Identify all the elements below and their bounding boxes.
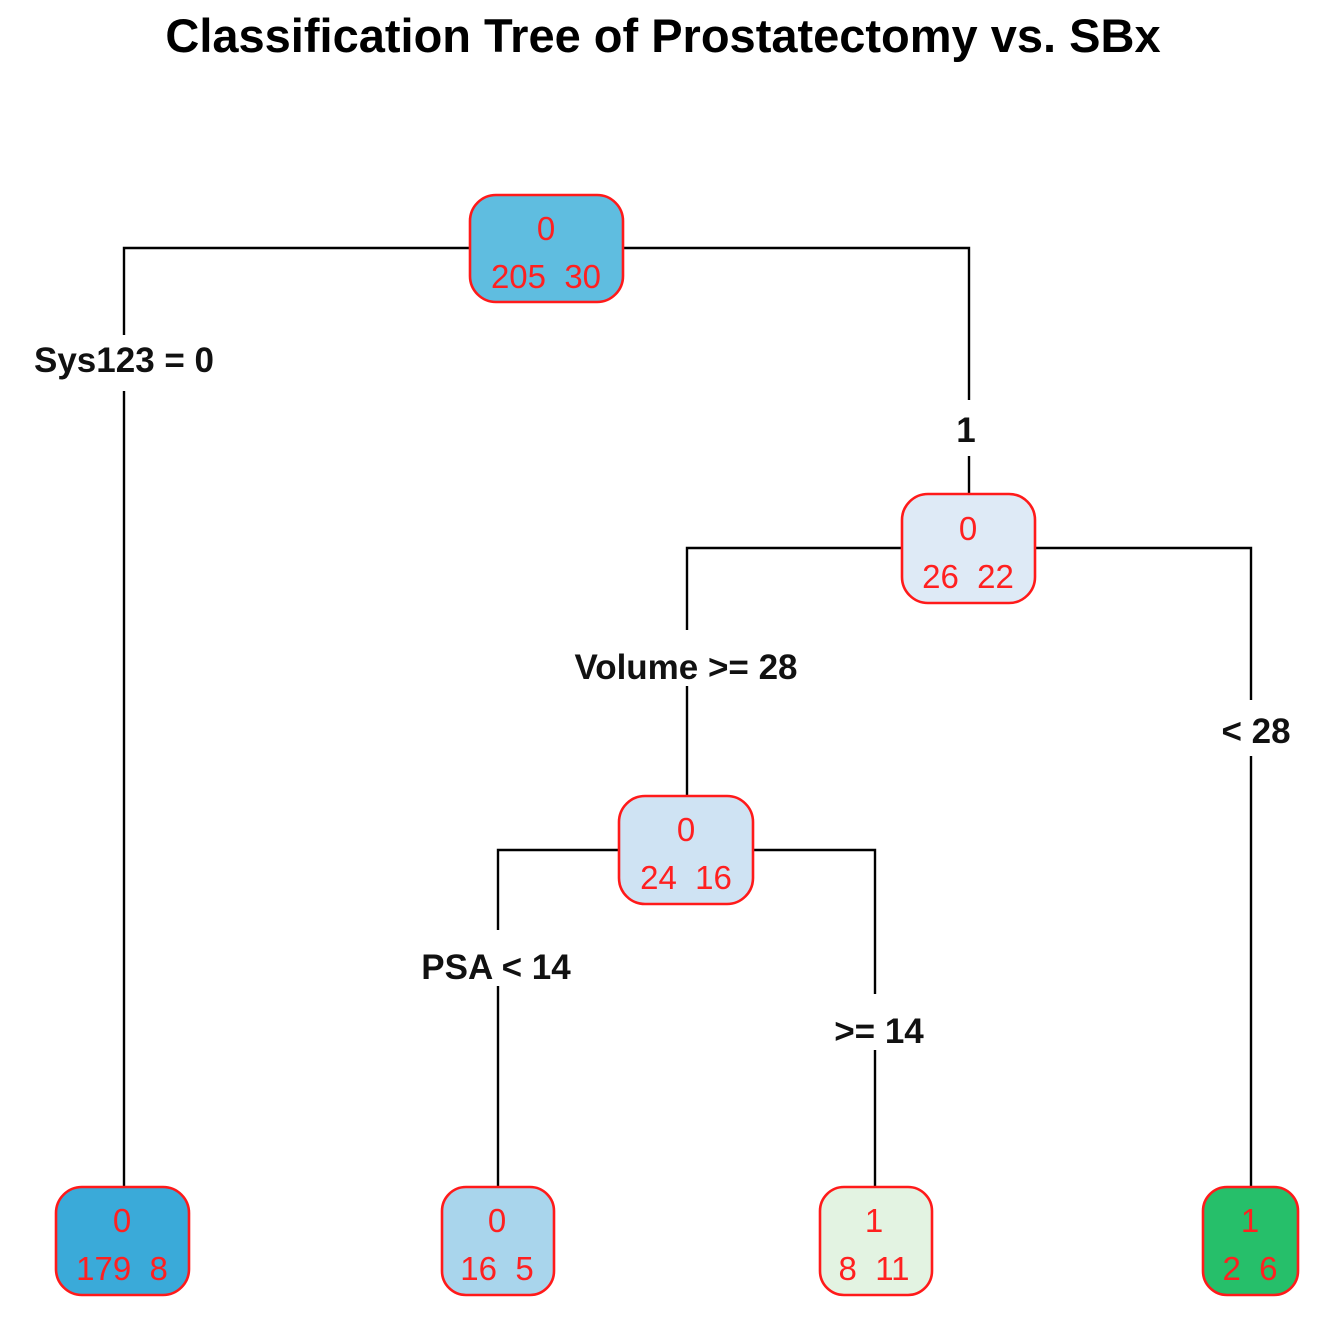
svg-text:0: 0 xyxy=(959,510,977,547)
svg-text:0: 0 xyxy=(113,1202,131,1239)
svg-text:1: 1 xyxy=(1241,1202,1259,1239)
tree-edges xyxy=(122,246,1253,1188)
svg-text:16 5: 16 5 xyxy=(460,1250,533,1287)
edge-root-right xyxy=(622,246,971,495)
leaf-psa-lt-14: 0 16 5 xyxy=(440,1185,556,1297)
svg-text:>= 14: >= 14 xyxy=(834,1012,924,1051)
svg-text:0: 0 xyxy=(488,1202,506,1239)
split-label-psa-ge: >= 14 xyxy=(822,994,934,1051)
edge-vol-right xyxy=(752,848,877,1188)
node-volume-ge-28-box xyxy=(617,794,755,906)
split-label-sys0: Sys123 = 0 xyxy=(28,335,224,391)
leaf-psa-lt-14-box xyxy=(440,1185,556,1297)
svg-text:0: 0 xyxy=(677,811,695,848)
node-sys123-1: 0 26 22 xyxy=(900,492,1037,605)
edge-sys1-left xyxy=(685,546,902,797)
node-sys123-1-box xyxy=(900,492,1037,605)
svg-text:0: 0 xyxy=(537,210,555,247)
svg-text:< 28: < 28 xyxy=(1221,712,1290,751)
node-root: 0 205 30 xyxy=(468,193,625,304)
split-label-psa-lt: PSA < 14 xyxy=(406,930,588,987)
edge-vol-left xyxy=(496,848,619,1188)
leaf-psa-ge-14: 1 8 11 xyxy=(818,1185,934,1297)
split-label-volume-lt: < 28 xyxy=(1212,700,1300,756)
leaf-psa-ge-14-box xyxy=(818,1185,934,1297)
tree-nodes: 0 205 30 0 26 22 0 24 16 0 179 8 0 16 5 … xyxy=(54,193,1300,1297)
svg-text:1: 1 xyxy=(865,1202,883,1239)
svg-text:205 30: 205 30 xyxy=(491,258,601,295)
split-label-volume-ge: Volume >= 28 xyxy=(552,630,822,687)
svg-text:179 8: 179 8 xyxy=(76,1250,168,1287)
svg-text:8 11: 8 11 xyxy=(839,1250,910,1287)
node-volume-ge-28: 0 24 16 xyxy=(617,794,755,906)
leaf-volume-lt-28-box xyxy=(1201,1185,1300,1297)
svg-text:26 22: 26 22 xyxy=(922,558,1014,595)
edge-root-left xyxy=(122,246,470,1188)
leaf-sys123-0-box xyxy=(54,1185,191,1297)
svg-text:PSA < 14: PSA < 14 xyxy=(421,948,571,987)
svg-text:24 16: 24 16 xyxy=(640,859,732,896)
svg-text:2 6: 2 6 xyxy=(1222,1250,1277,1287)
svg-text:1: 1 xyxy=(956,411,975,450)
split-label-sys1: 1 xyxy=(945,400,993,456)
svg-text:Sys123 = 0: Sys123 = 0 xyxy=(34,341,214,380)
diagram-title: Classification Tree of Prostatectomy vs.… xyxy=(165,9,1161,62)
svg-text:Volume >= 28: Volume >= 28 xyxy=(574,648,797,687)
edge-sys1-right xyxy=(1034,546,1253,1188)
node-root-box xyxy=(468,193,625,304)
split-labels: Sys123 = 0 1 Volume >= 28 < 28 PSA < 14 … xyxy=(28,335,1300,1051)
leaf-sys123-0: 0 179 8 xyxy=(54,1185,191,1297)
leaf-volume-lt-28: 1 2 6 xyxy=(1201,1185,1300,1297)
